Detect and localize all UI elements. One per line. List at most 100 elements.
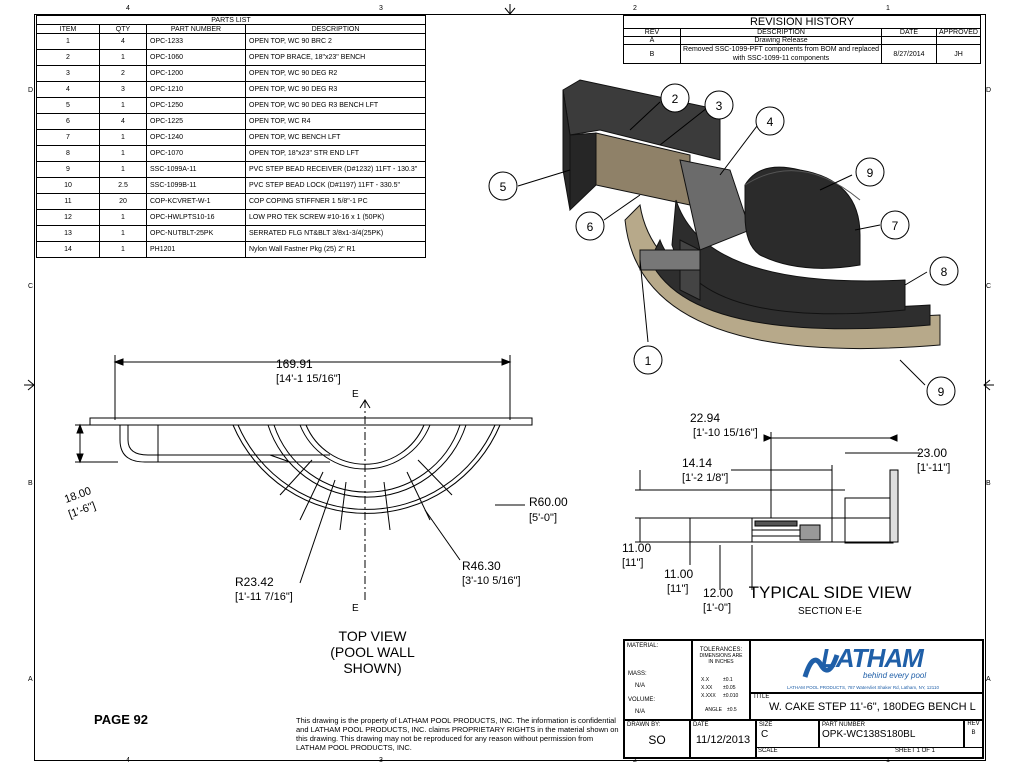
callout-balloon: 4	[755, 106, 785, 136]
tb-part-number: OPK-WC138S180BL	[822, 729, 916, 740]
top-view-coping-strip	[89, 417, 533, 426]
tb-rev: B	[971, 730, 976, 736]
top-view-title: TOP VIEW	[338, 628, 407, 644]
latham-tagline: behind every pool	[863, 671, 927, 680]
zone-top-1: 1	[886, 5, 890, 12]
callout-balloon: 9	[926, 376, 956, 406]
svg-text:8: 8	[941, 265, 948, 279]
tb-rev-cell: REV B	[964, 720, 983, 748]
iso-middle-step	[671, 199, 906, 315]
parts-cell-description: Nylon Wall Fastner Pkg (25) 2" R1	[245, 241, 426, 258]
tb-scale-label: SCALE	[758, 748, 778, 754]
tb-drawn-label: DRAWN BY:	[627, 722, 661, 728]
dim-side-d4: 11.00	[622, 541, 651, 555]
tb-drawn-by: SO	[648, 733, 666, 747]
tb-title-cell: TITLE W. CAKE STEP 11'-6", 180DEG BENCH …	[750, 693, 983, 720]
tb-volume-value: N/A	[635, 709, 646, 715]
zone-bottom-1: 1	[886, 757, 890, 764]
tb-tol-x-value: ±0.1	[723, 677, 733, 683]
latham-logo: LATHAM	[821, 643, 924, 673]
tb-title: W. CAKE STEP 11'-6", 180DEG BENCH L	[769, 701, 976, 713]
svg-text:9: 9	[938, 385, 945, 399]
svg-text:5: 5	[500, 180, 507, 194]
callout-balloon: 3	[704, 90, 734, 120]
svg-text:1: 1	[645, 354, 652, 368]
centering-marks	[24, 4, 994, 391]
iso-top-step	[744, 166, 861, 269]
dim-side-d1-ft: [1'-10 15/16"]	[693, 427, 758, 439]
callout-balloon: 8	[929, 256, 959, 286]
tb-date: 11/12/2013	[695, 734, 751, 746]
zone-top-4: 4	[126, 5, 130, 12]
tb-rev-label: REV	[967, 721, 980, 727]
zone-top-2: 2	[633, 5, 637, 12]
dimension-text: 169.91[14'-1 15/16"]18.00[1'-6"]R60.00[5…	[63, 357, 950, 614]
zone-bottom-2: 2	[633, 757, 637, 764]
tb-tol-sub: DIMENSIONS ARE IN INCHES	[699, 653, 743, 665]
tb-scale-cell: SCALE SHEET 1 OF 1	[756, 748, 983, 758]
tb-material-label: MATERIAL:	[627, 643, 659, 649]
dim-side-d4-ft: [11"]	[622, 557, 643, 569]
tb-tol-angle-value: ±0.5	[727, 707, 737, 713]
side-view-label: TYPICAL SIDE VIEW SECTION E-E	[740, 583, 920, 617]
callout-balloon: 6	[575, 211, 605, 241]
tb-tolerance-cell: TOLERANCES: DIMENSIONS ARE IN INCHES X.X…	[692, 640, 750, 720]
side-view-title: TYPICAL SIDE VIEW	[748, 583, 912, 602]
side-view	[635, 432, 920, 590]
side-view-subtitle: SECTION E-E	[798, 606, 862, 617]
dim-r60: R60.00	[529, 495, 568, 509]
zone-left-D: D	[28, 87, 34, 94]
svg-text:7: 7	[892, 219, 899, 233]
section-mark-bottom: E	[352, 603, 359, 614]
top-view-label: TOP VIEW (POOL WALL SHOWN)	[300, 628, 445, 676]
tb-title-label: TITLE	[753, 694, 770, 700]
tb-sheet: SHEET 1 OF 1	[895, 748, 935, 754]
dim-side-d3: 23.00	[917, 446, 947, 460]
dim-side-d5-ft: [11"]	[667, 583, 688, 595]
parts-list-table: PARTS LIST ITEM QTY PART NUMBER DESCRIPT…	[36, 15, 426, 258]
dim-r23-ft: [1'-11 7/16"]	[235, 591, 293, 603]
zone-right-B: B	[986, 480, 991, 487]
zone-left-B: B	[28, 480, 33, 487]
dim-side-d5: 11.00	[664, 567, 693, 581]
tb-material-cell: MATERIAL: MASS: N/A VOLUME: N/A	[624, 640, 692, 720]
zone-bottom-4: 4	[126, 757, 130, 764]
dim-r60-ft: [5'-0"]	[529, 512, 557, 524]
svg-text:2: 2	[672, 92, 679, 106]
zone-bottom-3: 3	[379, 757, 383, 764]
tb-tol-angle: ANGLE	[705, 707, 722, 713]
zone-left-A: A	[28, 676, 33, 683]
dim-side-d1: 22.94	[690, 411, 720, 425]
tb-part-cell: PART NUMBER OPK-WC138S180BL	[819, 720, 964, 748]
parts-cell-qty: 1	[99, 241, 147, 258]
tb-volume-label: VOLUME:	[628, 697, 656, 703]
top-view	[75, 355, 533, 600]
side-view-hatch	[754, 520, 821, 541]
zone-right-D: D	[986, 87, 992, 94]
title-block: MATERIAL: MASS: N/A VOLUME: N/A TOLERANC…	[623, 639, 984, 759]
page-number: PAGE 92	[94, 712, 148, 727]
dim-side-d6: 12.00	[703, 586, 733, 600]
tb-date-label: DATE	[693, 722, 709, 728]
tb-mass-value: N/A	[635, 683, 646, 689]
revision-history-table: REVISION HISTORY REV DESCRIPTION DATE AP…	[623, 15, 981, 64]
callout-balloon: 5	[488, 171, 518, 201]
zone-right-A: A	[986, 676, 991, 683]
latham-address: LATHAM POOL PRODUCTS, 787 Watervliet Sha…	[787, 685, 939, 690]
rev-b-approved: JH	[936, 44, 981, 64]
svg-text:3: 3	[716, 99, 723, 113]
tb-drawn-cell: DRAWN BY: SO	[624, 720, 690, 758]
tb-size: C	[761, 729, 769, 740]
tb-tol-xx-value: ±0.05	[723, 685, 736, 691]
dim-side-d2: 14.14	[682, 456, 712, 470]
dim-side-d6-ft: [1'-0"]	[703, 602, 731, 614]
tb-part-label: PART NUMBER	[822, 722, 866, 728]
zone-left-C: C	[28, 283, 34, 290]
parts-cell-description: PVC STEP BEAD LOCK (D#1197) 11FT - 330.5…	[245, 177, 426, 194]
